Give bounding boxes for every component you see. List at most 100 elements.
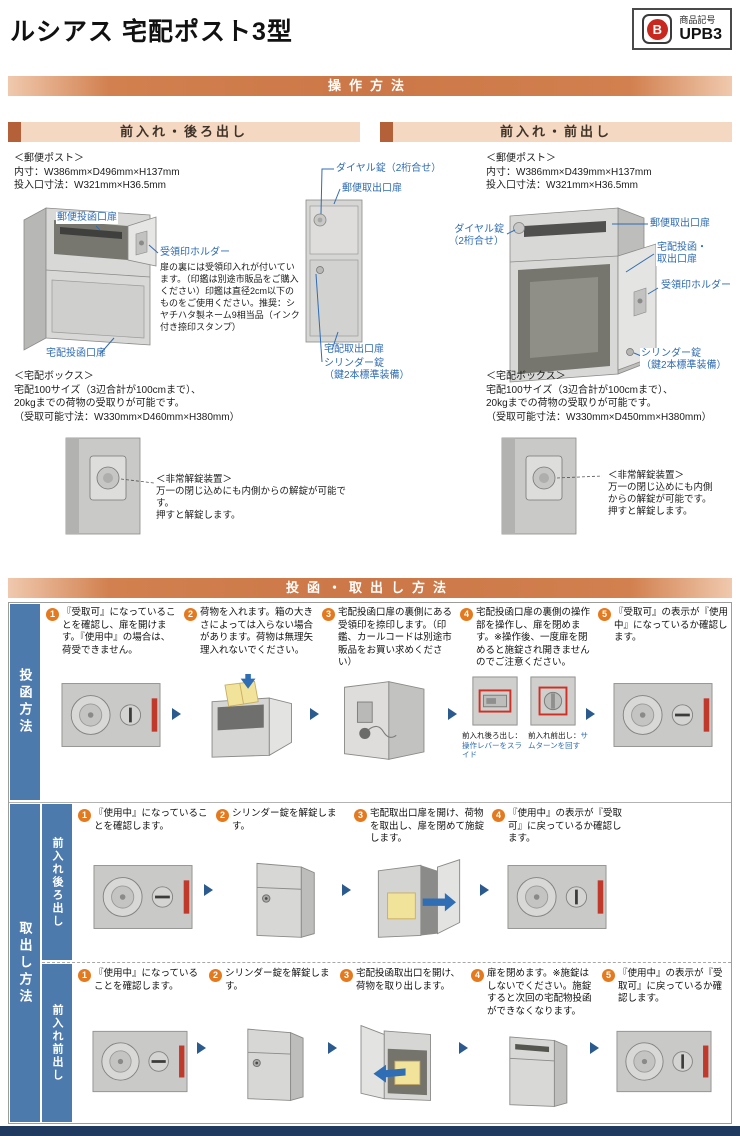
step-number: 1 — [46, 608, 59, 621]
step-text: 扉を閉めます。※施錠はしないでください。施錠すると次回の宅配物投函ができなくなり… — [487, 968, 592, 1017]
left-emergency-title: ＜非常解錠装置＞ — [156, 474, 233, 485]
footer-bar — [0, 1126, 740, 1136]
row-divider-dashed — [42, 962, 731, 963]
caption-back-out: 前入れ後ろ出し：操作レバーをスライド — [462, 731, 522, 759]
label-dial-lock: ダイヤル錠（2桁合せ） — [336, 163, 442, 174]
step-cell: 2 荷物を入れます。箱の大きさによっては入らない場合があります。荷物は無理矢理入… — [184, 607, 314, 799]
next-step-arrow-icon — [310, 708, 319, 720]
left-mailpost-inner-size: 内寸：W386mm×D496mm×H137mm — [14, 166, 180, 178]
step-text: 『使用中』になっていることを確認します。 — [94, 808, 208, 832]
left-unit-illustration — [23, 207, 157, 351]
step-cell: 3 宅配取出口扉を開け、荷物を取出し、扉を閉めて施錠します。 — [354, 808, 484, 958]
step-text: 『受取可』の表示が『使用中』になっているか確認します。 — [614, 607, 729, 644]
caption-front-out: 前入れ前出し：サムターンを回す — [528, 731, 588, 750]
label-mail-posting-door: 郵便投函口扉 — [56, 212, 118, 224]
right-parcelbox-title: ＜宅配ボックス＞ — [486, 371, 566, 382]
right-emergency-release-illustration — [501, 437, 603, 535]
right-mailpost-slot-size: 投入口寸法：W321mm×H36.5mm — [486, 180, 638, 191]
step-cell: 1 『受取可』になっていることを確認し、扉を開けます。『使用中』の場合は、荷受で… — [46, 607, 176, 799]
step-number: 5 — [598, 608, 611, 621]
row-label-posting-method: 投函方法 — [10, 604, 40, 800]
step-illustration-indicator-panel — [611, 678, 715, 752]
step-text: 宅配投函口扉の裏側の操作部を操作し、扉を閉めます。※操作後、一度扉を閉めると施錠… — [476, 607, 591, 669]
step-text: 宅配投函取出口を開け、荷物を取り出します。 — [356, 968, 461, 992]
left-parcelbox-title: ＜宅配ボックス＞ — [14, 371, 94, 382]
section-banner-operation: 操作方法 — [8, 76, 732, 96]
step-number: 4 — [471, 969, 484, 982]
next-step-arrow-icon — [197, 1042, 206, 1054]
step-illustration-back-takeout — [367, 856, 471, 941]
left-mailpost-title: ＜郵便ポスト＞ — [14, 153, 84, 164]
right-mailpost-title: ＜郵便ポスト＞ — [486, 153, 556, 164]
right-mailpost-inner-size: 内寸：W386mm×D439mm×H137mm — [486, 166, 652, 178]
step-cell: 4 『使用中』の表示が『受取可』に戻っているか確認します。 — [492, 808, 622, 958]
product-code-value: UPB3 — [679, 26, 722, 43]
row-label-front-in-front-out: 前入れ前出し — [42, 964, 72, 1122]
left-parcelbox-specs: ＜宅配ボックス＞ 宅配100サイズ（3辺合計が100cmまで）、 20kgまでの… — [14, 370, 240, 424]
step-text: 荷物を入れます。箱の大きさによっては入らない場合があります。荷物は無理矢理入れな… — [200, 607, 314, 656]
next-step-arrow-icon — [480, 884, 489, 896]
label-parcel-takeout-door: 宅配取出口扉 — [324, 344, 384, 355]
next-step-arrow-icon — [328, 1042, 337, 1054]
step-illustration-stamp-door — [335, 678, 439, 763]
step-illustration-cylinder-unlock — [221, 1022, 321, 1104]
step-text: 宅配投函口扉の裏側にある受領印を捺印します。（印鑑、カールコードは別途市販品をお… — [338, 607, 453, 669]
step-text: 『受取可』になっていることを確認し、扉を開けます。『使用中』の場合は、荷受できま… — [62, 607, 176, 656]
right-emergency-title: ＜非常解錠装置＞ — [608, 470, 685, 481]
label-dial-lock: ダイヤル錠 （2桁合せ） — [448, 224, 504, 247]
heading-front-in-back-out: 前入れ・後ろ出し — [8, 122, 360, 142]
label-mail-takeout-door: 郵便取出口扉 — [650, 218, 710, 229]
next-step-arrow-icon — [204, 884, 213, 896]
operation-diagrams — [23, 168, 659, 535]
step-number: 4 — [460, 608, 473, 621]
step-cell: 4 扉を閉めます。※施錠はしないでください。施錠すると次回の宅配物投函ができなく… — [471, 968, 595, 1120]
right-mailpost-specs: ＜郵便ポスト＞ 内寸：W386mm×D439mm×H137mm 投入口寸法：W3… — [486, 152, 652, 193]
label-stamp-holder: 受領印ホルダー — [660, 280, 732, 292]
step-cell: 4 宅配投函口扉の裏側の操作部を操作し、扉を閉めます。※操作後、一度扉を閉めると… — [460, 607, 590, 799]
step-illustration-cylinder-unlock — [229, 856, 333, 941]
step-illustration-indicator-panel — [505, 860, 609, 934]
row-label-takeout-method: 取出し方法 — [10, 804, 40, 1122]
step-illustration-insert-package — [197, 674, 301, 759]
step-cell: 3 宅配投函取出口を開け、荷物を取り出します。 — [340, 968, 464, 1120]
step-cell: 5 『使用中』の表示が『受取可』に戻っているか確認します。 — [602, 968, 726, 1120]
product-code-badge: B 商品記号 UPB3 — [632, 8, 732, 50]
step-number: 2 — [209, 969, 222, 982]
heading-front-in-front-out: 前入れ・前出し — [380, 122, 732, 142]
next-step-arrow-icon — [590, 1042, 599, 1054]
step-cell: 2 シリンダー錠を解錠します。 — [216, 808, 346, 958]
step-number: 5 — [602, 969, 615, 982]
step-number: 3 — [340, 969, 353, 982]
left-emergency-text: 万一の閉じ込めにも内側からの解錠が可能です。 押すと解錠します。 — [156, 486, 347, 521]
step-number: 2 — [184, 608, 197, 621]
step-cell: 5 『受取可』の表示が『使用中』になっているか確認します。 — [598, 607, 728, 799]
label-stamp-holder: 受領印ホルダー — [160, 247, 230, 258]
next-step-arrow-icon — [448, 708, 457, 720]
next-step-arrow-icon — [459, 1042, 468, 1054]
heading-cap-decoration — [8, 122, 21, 142]
step-illustration-thumbturn — [528, 674, 578, 728]
brand-logo-icon: B — [642, 14, 673, 44]
next-step-arrow-icon — [586, 708, 595, 720]
right-parcelbox-text: 宅配100サイズ（3辺合計が100cmまで）、 20kgまでの荷物の受取りが可能… — [486, 384, 712, 423]
left-mailpost-slot-size: 投入口寸法：W321mm×H36.5mm — [14, 180, 166, 191]
step-cell: 1 『使用中』になっていることを確認します。 — [78, 808, 208, 958]
left-mailpost-specs: ＜郵便ポスト＞ 内寸：W386mm×D496mm×H137mm 投入口寸法：W3… — [14, 152, 180, 193]
methods-table-frame — [8, 602, 732, 1124]
label-parcel-post-takeout-door: 宅配投函・ 取出口扉 — [656, 242, 708, 266]
step-illustration-indicator-panel — [91, 860, 195, 934]
next-step-arrow-icon — [172, 708, 181, 720]
left-emergency-note: ＜非常解錠装置＞ 万一の閉じ込めにも内側からの解錠が可能です。 押すと解錠します… — [156, 474, 356, 522]
section-banner-methods: 投函・取出し方法 — [8, 578, 732, 598]
label-cylinder-lock: シリンダー錠 （鍵2本標準装備） — [324, 358, 410, 381]
step-illustration-slide-lever — [470, 674, 520, 728]
step-number: 2 — [216, 809, 229, 822]
right-emergency-text: 万一の閉じ込めにも内側 からの解錠が可能です。 押すと解錠します。 — [608, 482, 713, 517]
step-number: 4 — [492, 809, 505, 822]
step-text: 『使用中』になっていることを確認します。 — [94, 968, 199, 992]
step-text: 『使用中』の表示が『受取可』に戻っているか確認します。 — [618, 968, 723, 1005]
right-unit-illustration — [509, 207, 657, 383]
stamp-holder-note: 扉の裏には受領印入れが付いています。（印鑑は別途市販品をご購入ください）印鑑は直… — [160, 262, 300, 332]
step-illustration-indicator-panel — [614, 1026, 714, 1097]
